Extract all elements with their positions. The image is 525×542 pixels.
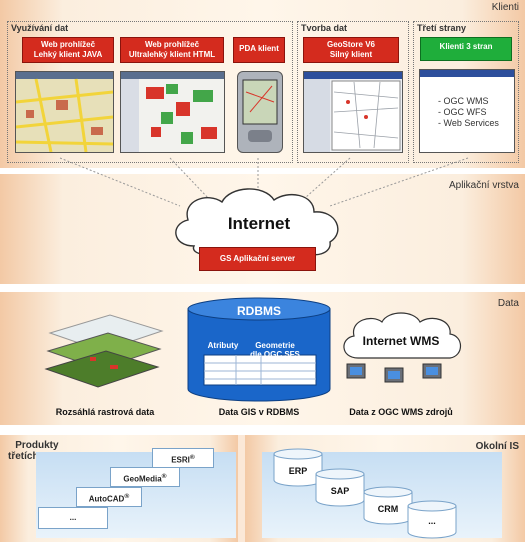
third-parties-panel-title: Třetí strany [417,23,467,33]
desktop-gis-image [304,72,402,152]
autocad-product-box: AutoCAD® [76,487,142,507]
sap-label: SAP [330,486,350,496]
gis-data-label: Data GIS v RDBMS [218,407,300,417]
pda-device-image [237,71,283,153]
application-server-box: GS Aplikační server [199,247,316,271]
pda-icon [242,79,278,142]
data-use-panel: Využívání dat [7,21,293,163]
java-client-map-screenshot [15,71,114,153]
service-item: - OGC WFS [438,107,487,117]
service-item: - OGC WMS [438,96,489,106]
data-band-title: Data [497,298,519,309]
connection-arrows [59,157,469,207]
band-separator [0,284,525,292]
other-systems-label: ... [428,516,436,526]
attributes-label: Atributy [207,341,239,350]
internet-label: Internet [227,214,291,233]
service-item: - Web Services [438,118,499,128]
esri-label: ESRI [171,455,190,465]
web-java-client-box: Web prohlížeč Lehký klient JAVA [22,37,114,63]
other-products-label: ... [69,513,77,522]
other-database-icon [407,500,457,539]
third-party-clients-box: Klienti 3 stran [420,37,512,61]
data-create-panel-title: Tvorba dat [301,23,348,33]
rdbms-label: RDBMS [237,304,281,318]
autocad-label: AutoCAD [88,494,125,504]
erp-label: ERP [288,466,308,476]
land-use-map-image [121,72,224,152]
computer-icons [346,363,442,383]
geostore-client-screenshot [303,71,403,153]
geomedia-product-box: GeoMedia® [110,467,180,487]
rdbms-database-icon [187,297,331,402]
registered-mark: ® [124,493,130,500]
third-parties-panel: Třetí strany [413,21,519,163]
html-client-map-screenshot [120,71,225,153]
data-create-panel: Tvorba dat [297,21,409,163]
app-layer-band-title: Aplikační vrstva [448,180,519,191]
esri-product-box: ESRI® [152,448,214,468]
registered-mark: ® [189,454,195,461]
wms-cloud-icon [343,312,462,359]
ogc-services-list: - OGC WMS - OGC WFS - Web Services [438,96,499,129]
crm-label: CRM [377,504,399,514]
data-use-panel-title: Využívání dat [11,23,69,33]
band-separator [0,168,525,174]
other-product-box: ... [38,507,108,529]
band-separator [0,425,525,435]
geostore-client-box: GeoStore V6 Silný klient [303,37,399,63]
third-party-client-screenshot: - OGC WMS - OGC WFS - Web Services [419,69,515,153]
raster-data-label: Rozsáhlá rastrová data [55,407,155,417]
street-map-image [16,72,113,152]
surrounding-band-title: Okolní IS [475,441,519,452]
sap-database-icon [315,468,365,507]
clients-band-title: Klienti [491,2,519,13]
pda-client-box: PDA klient [233,37,285,63]
raster-layers-image [44,314,164,388]
wms-cloud-label: Internet WMS [362,334,440,348]
wms-data-label: Data z OGC WMS zdrojů [349,407,453,417]
geomedia-label: GeoMedia [123,474,162,484]
web-html-client-box: Web prohlížeč Ultralehký klient HTML [120,37,224,63]
geometry-label: Geometrie dle OGC SFS [250,341,300,359]
registered-mark: ® [161,473,167,480]
